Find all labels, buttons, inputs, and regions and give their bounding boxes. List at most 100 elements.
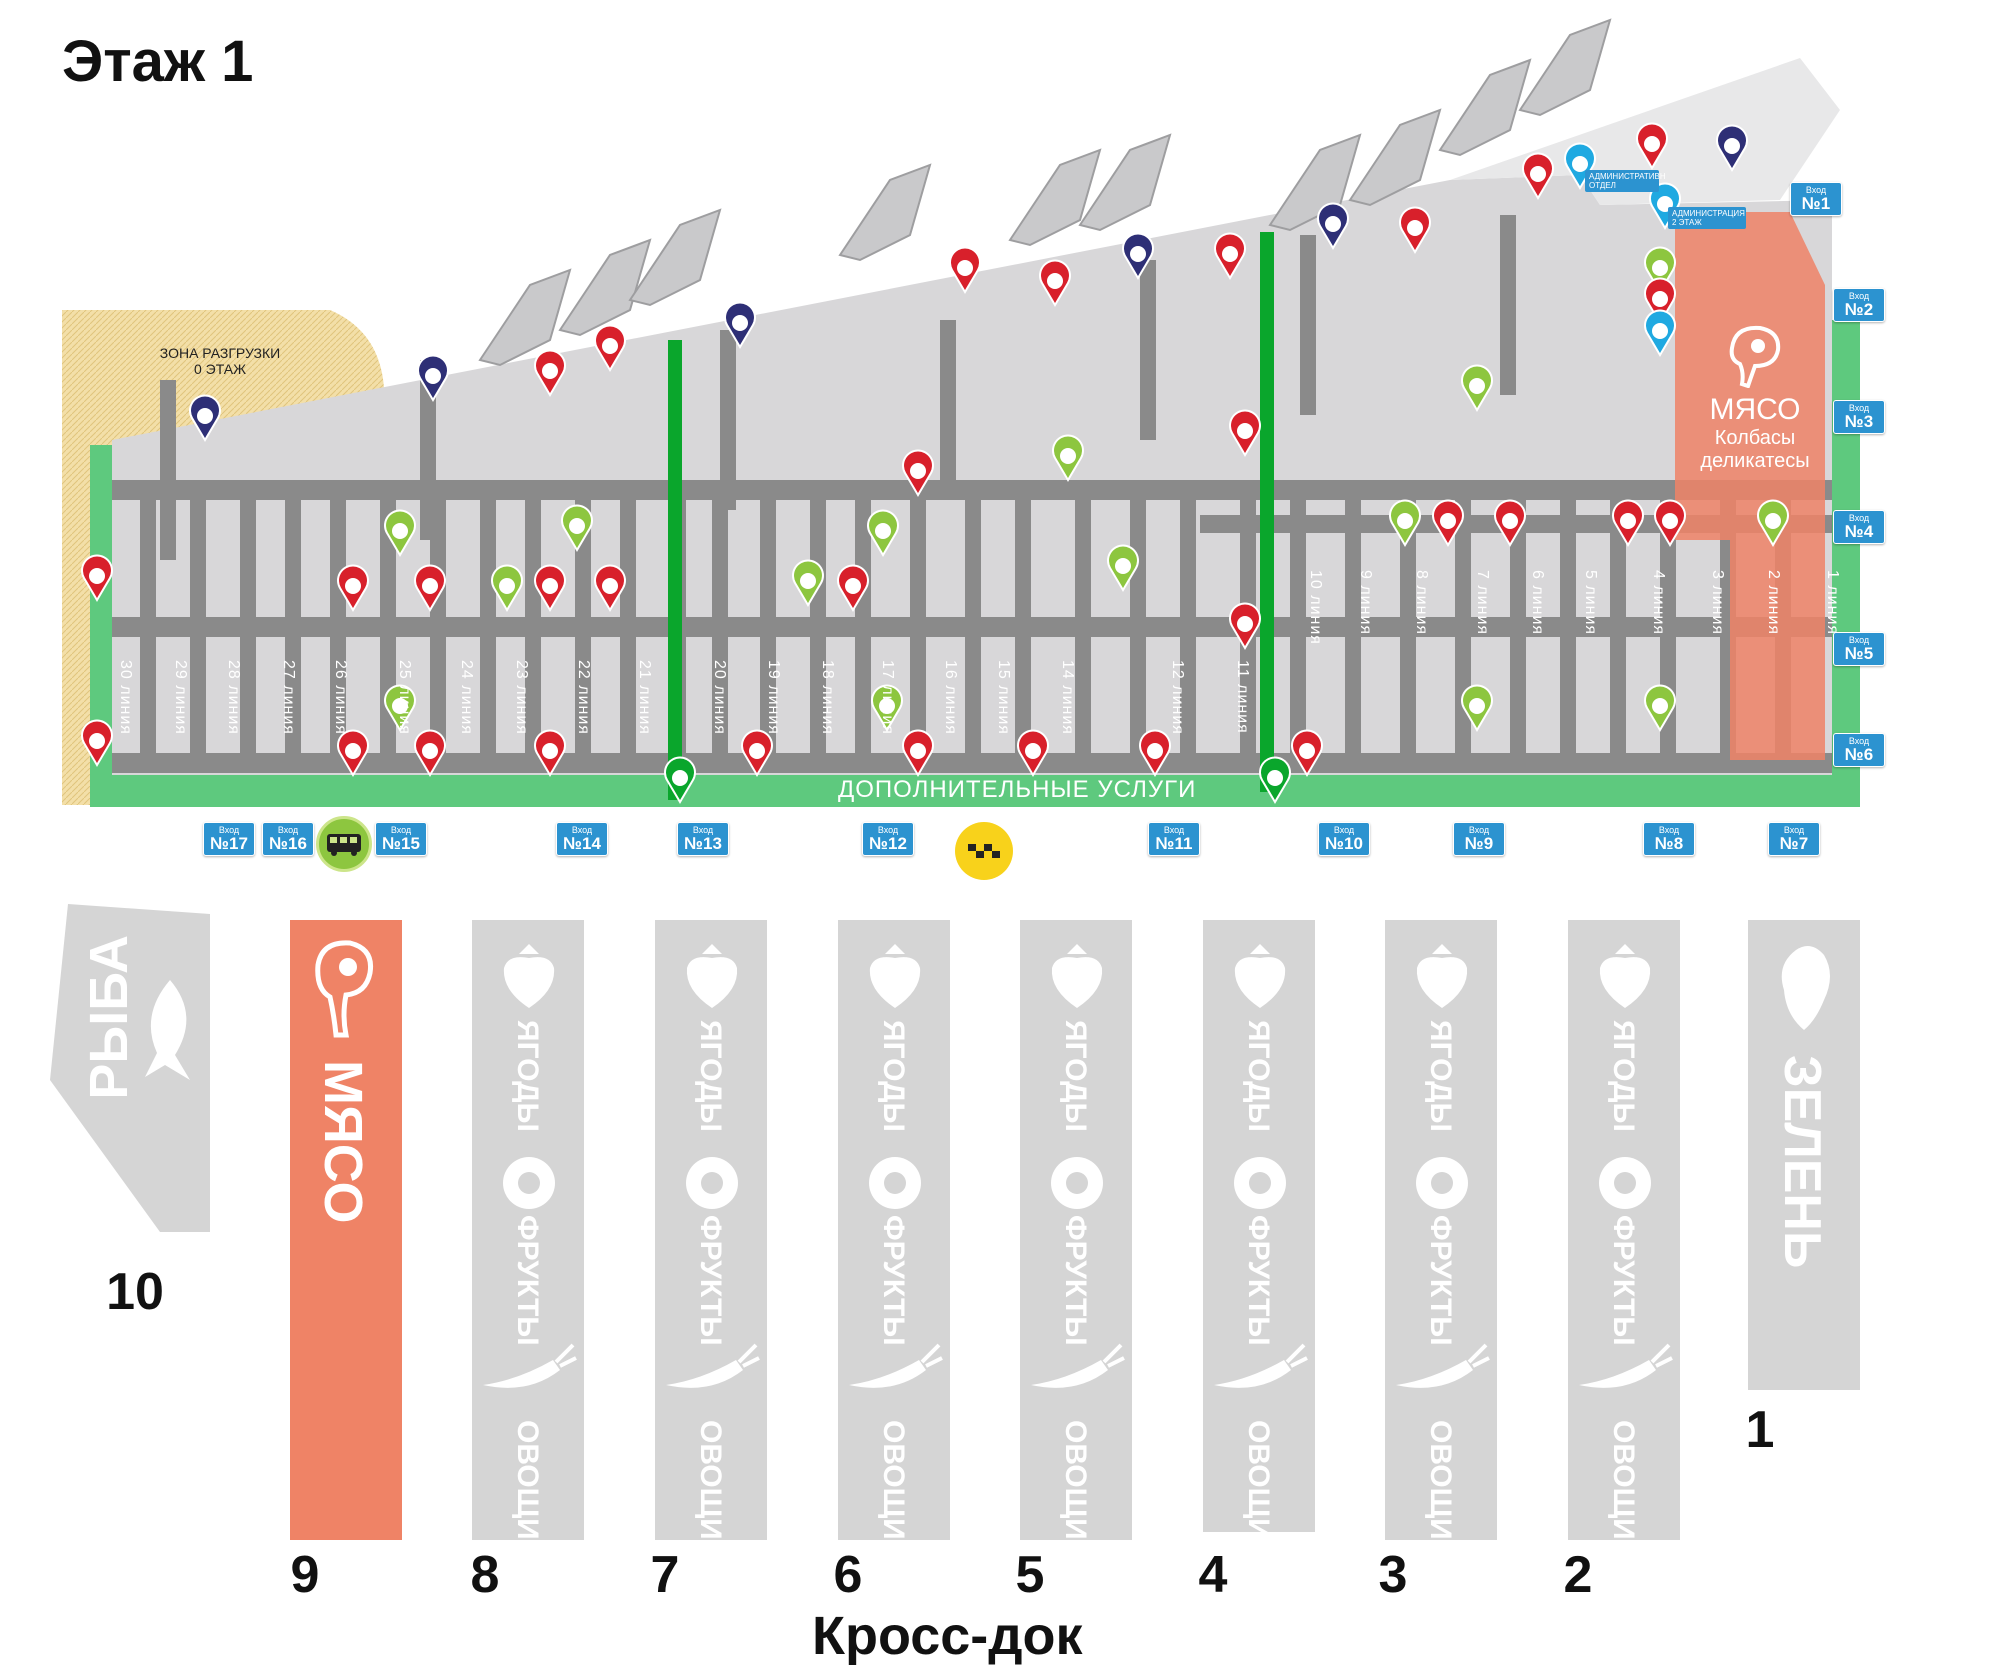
map-pin-cafe-icon[interactable] (384, 509, 416, 557)
map-pin-atm-icon[interactable] (741, 729, 773, 777)
dock-2-shape[interactable] (1568, 920, 1680, 1540)
map-pin-money-icon[interactable] (337, 729, 369, 777)
map-pin-toilet-icon[interactable] (417, 354, 449, 402)
map-pin-atm-icon[interactable] (81, 554, 113, 602)
map-pin-cafe-icon[interactable] (491, 564, 523, 612)
bus-stop[interactable] (316, 816, 372, 872)
line-label: 22 линия (575, 660, 592, 735)
map-pin-cafe-icon[interactable] (867, 509, 899, 557)
entrance-number: №13 (684, 834, 722, 853)
map-pin-toilet-icon[interactable] (1122, 232, 1154, 280)
meat-zone-line2: деликатесы (1700, 450, 1810, 472)
admin-department-badge[interactable]: АДМИНИСТРАТИВН ОТДЕЛ (1585, 170, 1666, 192)
map-pin-cafe-icon[interactable] (1052, 434, 1084, 482)
map-pin-toilet-icon[interactable] (189, 394, 221, 442)
map-pin-cafe-icon[interactable] (1461, 684, 1493, 732)
map-pin-cafe-icon[interactable] (1389, 499, 1421, 547)
map-pin-atm-icon[interactable] (1636, 122, 1668, 170)
dock-fruits-label: ФРУКТЫ (1242, 1215, 1275, 1346)
map-pin-toilet-icon[interactable] (724, 301, 756, 349)
map-pin-atm-icon[interactable] (594, 324, 626, 372)
map-pin-atm-icon[interactable] (534, 729, 566, 777)
map-pin-cafe-icon[interactable] (1461, 364, 1493, 412)
map-pin-money-icon[interactable] (1214, 232, 1246, 280)
map-pin-money-icon[interactable] (1399, 206, 1431, 254)
map-pin-toilet-icon[interactable] (1716, 124, 1748, 172)
dock-3-shape[interactable] (1385, 920, 1497, 1540)
dock-6-shape[interactable] (838, 920, 950, 1540)
dock-berries-label: ЯГОДЫ (1059, 1020, 1092, 1132)
line-label: 7 линия (1474, 570, 1491, 636)
map-pin-atm-icon[interactable] (414, 729, 446, 777)
map-pin-admin-person-icon[interactable] (1564, 142, 1596, 190)
map-pin-atm-icon[interactable] (1039, 259, 1071, 307)
map-pin-atm-icon[interactable] (81, 719, 113, 767)
dock-number: 6 (833, 1546, 863, 1604)
line-label: 11 линия (1234, 660, 1251, 734)
dock-4-shape[interactable] (1203, 920, 1315, 1532)
map-pin-cafe-icon[interactable] (384, 684, 416, 732)
map-pin-atm-icon[interactable] (337, 564, 369, 612)
map-pin-cafe-icon[interactable] (1644, 684, 1676, 732)
map-pin-money-icon[interactable] (1522, 152, 1554, 200)
map-pin-atm-icon[interactable] (594, 564, 626, 612)
map-pin-money-icon[interactable] (534, 564, 566, 612)
map-pin-atm-icon[interactable] (1017, 729, 1049, 777)
map-pin-atm-icon[interactable] (1229, 602, 1261, 650)
admin-floor2-badge[interactable]: АДМИНИСТРАЦИЯ 2 ЭТАЖ (1668, 207, 1746, 229)
strawberry-icon (1590, 940, 1660, 1015)
map-pin-atm-icon[interactable] (837, 564, 869, 612)
map-pin-atm-icon[interactable] (664, 756, 696, 804)
entrance-number: №4 (1844, 522, 1874, 541)
map-pin-atm-icon[interactable] (414, 564, 446, 612)
map-pin-cafe-icon[interactable] (561, 504, 593, 552)
map-pin-atm-icon[interactable] (1229, 409, 1261, 457)
map-pin-cafe-icon[interactable] (1107, 544, 1139, 592)
entrance-word: Вход (692, 825, 714, 835)
map-pin-money-icon[interactable] (902, 449, 934, 497)
map-pin-cafe-icon[interactable] (1757, 499, 1789, 547)
map-pin-cafe-icon[interactable] (1644, 246, 1676, 294)
map-pin-atm-icon[interactable] (1259, 756, 1291, 804)
line-label: 6 линия (1529, 570, 1546, 636)
map-pin-atm-icon[interactable] (534, 349, 566, 397)
map-pin-cafe-icon[interactable] (792, 559, 824, 607)
map-pin-admin-person-icon[interactable] (1649, 182, 1681, 230)
carrot-icon (1026, 1340, 1126, 1405)
map-pin-atm-icon[interactable] (1644, 277, 1676, 325)
dock-7-shape[interactable] (655, 920, 767, 1540)
map-pin-info-icon[interactable] (1644, 309, 1676, 357)
map-pin-money-icon[interactable] (1291, 729, 1323, 777)
map-pin-atm-icon[interactable] (1494, 499, 1526, 547)
map-pin-toilet-icon[interactable] (1317, 202, 1349, 250)
taxi-stand[interactable] (955, 822, 1013, 880)
map-pin-atm-icon[interactable] (1139, 729, 1171, 777)
map-pin-money-icon[interactable] (1612, 499, 1644, 547)
map-pin-money-icon[interactable] (1432, 499, 1464, 547)
meat-zone-label: МЯСО Колбасы деликатесы (1670, 318, 1840, 473)
dock-8-shape[interactable] (472, 920, 584, 1540)
entrance-word: Вход (1805, 185, 1827, 195)
map-pin-atm-icon[interactable] (902, 729, 934, 777)
map-pin-cafe-icon[interactable] (871, 684, 903, 732)
dock-5-shape[interactable] (1020, 920, 1132, 1540)
map-pin-atm-icon[interactable] (949, 246, 981, 294)
map-pin-money-icon[interactable] (1654, 499, 1686, 547)
